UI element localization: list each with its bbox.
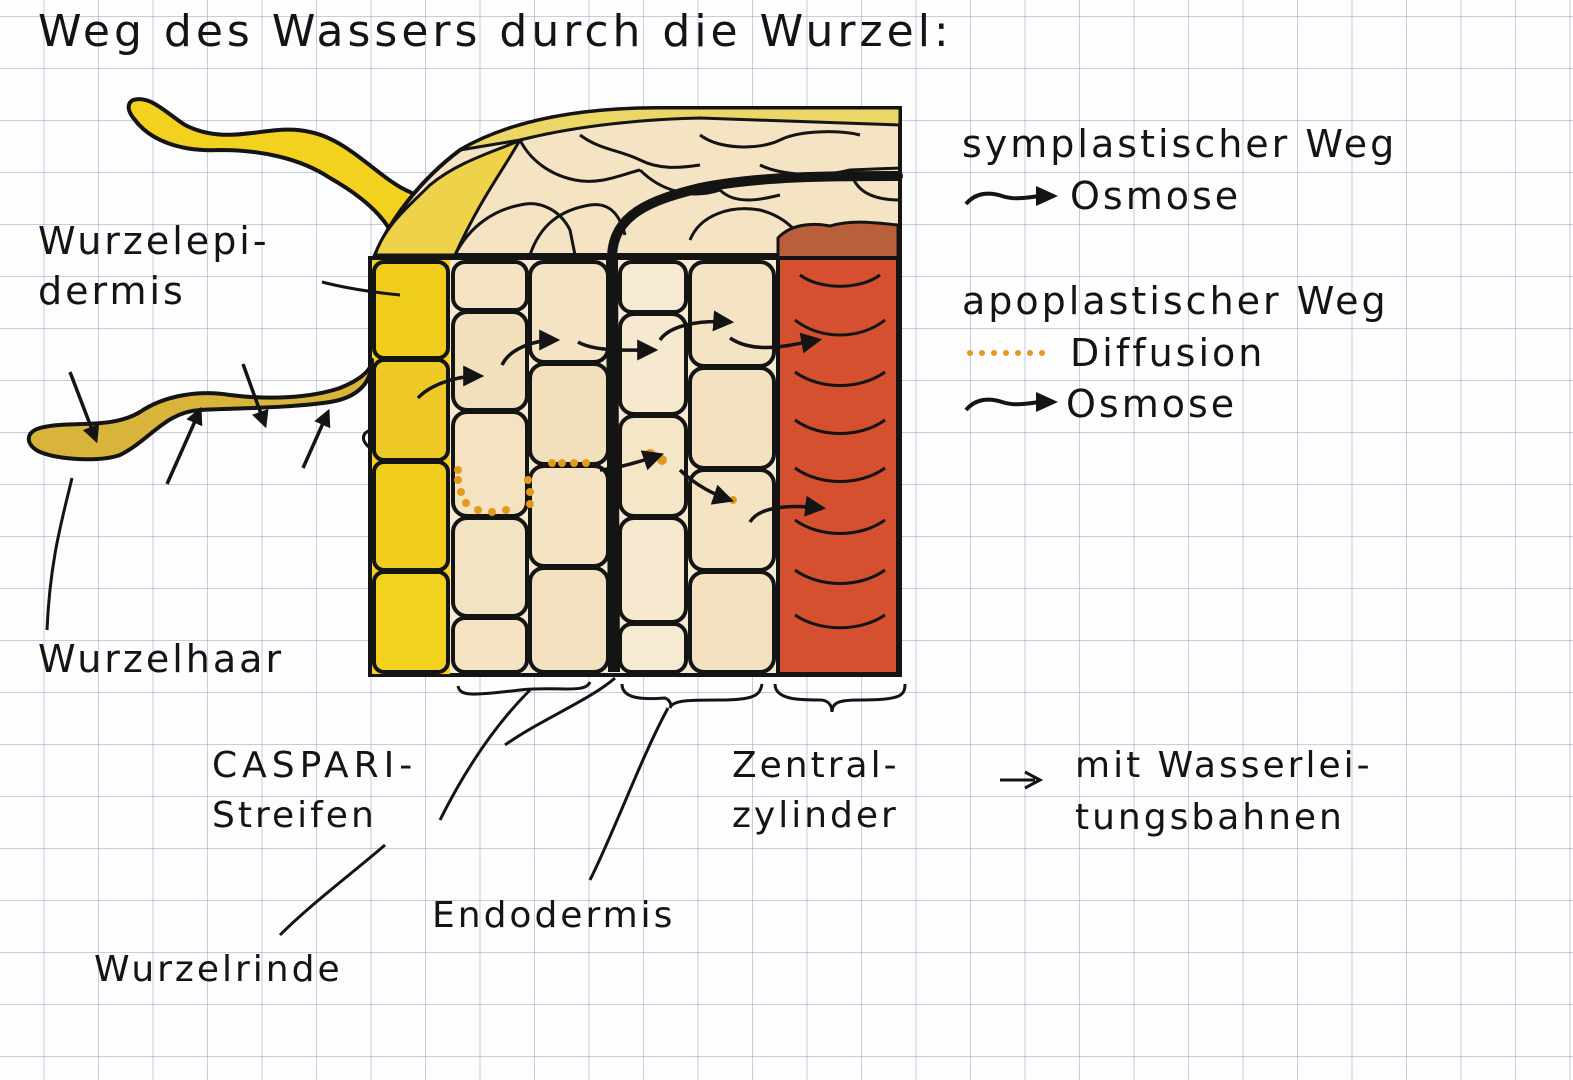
legend-symplast-osmose-label: Osmose bbox=[1070, 174, 1242, 218]
legend-apoplast-diffusion-label: Diffusion bbox=[1070, 331, 1266, 375]
legend-symplast-osmose: Osmose bbox=[962, 176, 1241, 216]
label-endodermis: Endodermis bbox=[432, 895, 676, 936]
label-wurzelepidermis-line1: Wurzelepi- bbox=[38, 219, 270, 263]
lower-root-hair bbox=[26, 358, 374, 462]
legend-symplast-heading: symplastischer Weg bbox=[962, 122, 1398, 166]
root-cortex-column-1 bbox=[451, 260, 529, 674]
label-caspari-line1: CASPARI- bbox=[212, 745, 418, 786]
central-cylinder-vessel bbox=[776, 256, 900, 676]
legend-apoplast-osmose-label: Osmose bbox=[1066, 382, 1238, 426]
cortex-cap bbox=[371, 106, 902, 257]
label-zentralzylinder-line2: zylinder bbox=[732, 795, 899, 836]
root-cortex-column-2 bbox=[528, 260, 610, 674]
label-zentralzylinder-line1: Zentral- bbox=[732, 745, 900, 786]
legend-apoplast-diffusion: Diffusion bbox=[962, 333, 1265, 373]
diffusion-dots bbox=[454, 449, 737, 516]
water-inflow-arrows bbox=[68, 363, 331, 485]
legend-apoplast-heading: apoplastischer Weg bbox=[962, 279, 1389, 323]
leader-lines bbox=[45, 280, 1044, 937]
label-wurzelepidermis-line2: dermis bbox=[38, 269, 186, 313]
label-caspari-line2: Streifen bbox=[212, 795, 377, 836]
root-epidermis-cells bbox=[372, 260, 450, 674]
region-braces bbox=[456, 681, 907, 713]
label-wurzelhaar: Wurzelhaar bbox=[38, 637, 285, 681]
label-wasserleitungsbahnen-line1: mit Wasserlei- bbox=[1075, 745, 1373, 786]
curved-arrow-icon bbox=[964, 186, 1058, 206]
label-wurzelrinde: Wurzelrinde bbox=[94, 949, 343, 990]
label-wasserleitungsbahnen-line2: tungsbahnen bbox=[1075, 797, 1345, 838]
casparian-strip-curve bbox=[607, 171, 903, 263]
endodermis-wall bbox=[606, 257, 620, 673]
page-title: Weg des Wassers durch die Wurzel: bbox=[38, 6, 953, 57]
dotted-line-icon bbox=[967, 350, 1045, 356]
legend-apoplast-osmose: Osmose bbox=[962, 384, 1237, 424]
curved-arrow-icon bbox=[964, 392, 1058, 412]
water-flow-arrows bbox=[416, 310, 827, 524]
endodermis-cells bbox=[618, 260, 688, 674]
central-cylinder-cap bbox=[776, 220, 900, 260]
